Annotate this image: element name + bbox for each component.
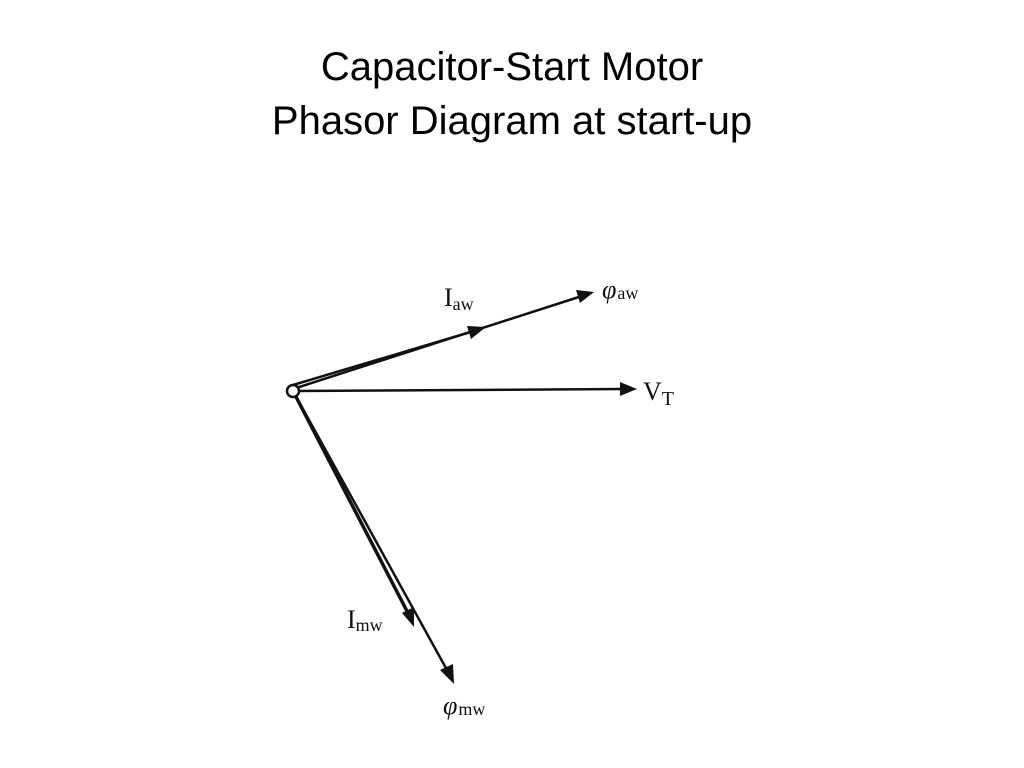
phasor-vt-line (292, 387, 625, 393)
label-vt: VT (643, 377, 674, 410)
phasor-vt-arrowhead (620, 382, 637, 396)
label-i-aw: Iaw (444, 283, 474, 314)
phasor-i-aw (292, 326, 486, 387)
label-i-aw-main: I (444, 283, 453, 312)
title-line-2: Phasor Diagram at start-up (271, 99, 753, 143)
label-vt-main: V (643, 377, 662, 406)
phasor-phi-aw-arrowhead (576, 290, 594, 303)
label-phi-mw-sub: mw (458, 699, 485, 719)
title-line-1: Capacitor-Start Motor (320, 45, 704, 89)
slide-title: Capacitor-Start Motor Phasor Diagram at … (0, 40, 1024, 148)
phasor-i-aw-line (292, 329, 475, 387)
label-i-aw-sub: aw (453, 294, 474, 314)
phasor-phi-mw-line (291, 390, 449, 671)
label-phi-mw: φmw (443, 691, 485, 720)
label-i-mw-main: I (347, 605, 356, 634)
label-phi-aw-sub: aw (617, 283, 638, 303)
phasor-phi-mw-arrowhead (440, 664, 454, 684)
label-vt-sub: T (662, 388, 674, 410)
label-phi-aw-main: φ (602, 275, 616, 304)
label-i-mw-sub: mw (356, 615, 383, 635)
phasor-i-aw-arrowhead (467, 326, 486, 339)
phasor-phi-mw (291, 390, 454, 684)
phasor-i-mw-arrowhead (402, 607, 414, 627)
label-phi-mw-main: φ (443, 691, 457, 720)
label-phi-aw: φaw (602, 275, 638, 304)
phasor-origin (285, 383, 301, 399)
phasor-vt (292, 382, 637, 396)
label-i-mw: Imw (347, 605, 383, 635)
